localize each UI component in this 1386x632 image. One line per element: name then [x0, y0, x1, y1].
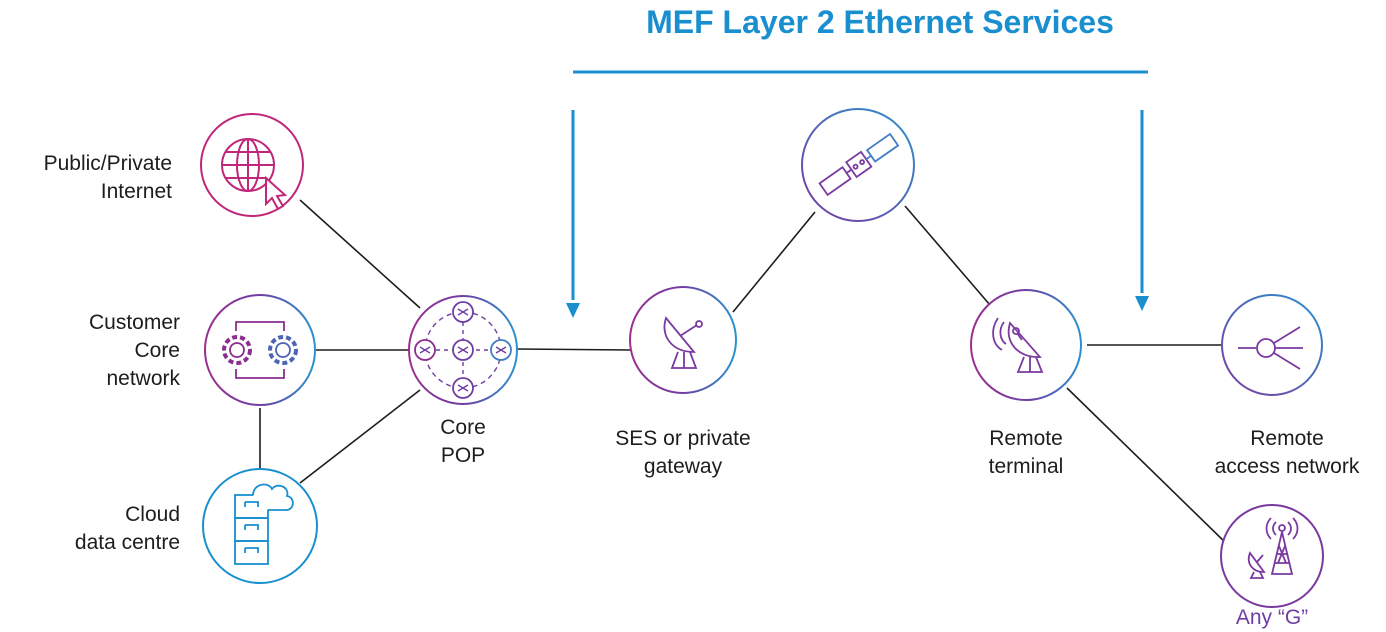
label-customer-core: Customer Core network	[89, 309, 180, 393]
link-ses-satellite	[732, 211, 816, 313]
node-remote-terminal	[970, 289, 1082, 401]
label-ses-gateway: SES or private gateway	[583, 425, 783, 481]
label-public-internet: Public/Private Internet	[44, 150, 172, 206]
routers-icon	[414, 301, 512, 399]
access-node-icon	[1238, 326, 1303, 370]
node-core-pop	[408, 295, 518, 405]
label-line: Remote	[1250, 427, 1324, 450]
node-cloud-dc	[202, 468, 318, 584]
label-line: Cloud	[125, 503, 180, 526]
connection-lines	[259, 199, 1231, 548]
node-remote-access	[1221, 294, 1323, 396]
label-line: POP	[440, 444, 486, 467]
satellite-dish-icon	[663, 316, 703, 369]
label-line: Public/Private	[43, 152, 172, 175]
link-terminal-anyg	[1066, 387, 1231, 548]
label-remote-terminal: Remote terminal	[956, 425, 1096, 481]
link-internet-pop	[299, 199, 421, 309]
mef-bracket	[566, 70, 1149, 318]
mef-arrow-right-head	[1135, 296, 1149, 311]
label-remote-access: Remote access network	[1202, 425, 1372, 481]
node-any-g	[1220, 504, 1324, 608]
label-line: Customer	[88, 311, 180, 334]
label-line: access network	[1214, 455, 1360, 478]
link-satellite-terminal	[904, 205, 991, 306]
gears-icon	[222, 321, 298, 379]
label-core-pop: Core POP	[413, 414, 513, 470]
label-line: Internet	[100, 180, 172, 203]
node-satellite	[801, 108, 915, 222]
globe-cursor-icon	[221, 138, 288, 211]
label-any-g: Any “G”	[1212, 604, 1332, 632]
label-line: SES or private	[615, 427, 751, 450]
cloud-server-icon	[234, 483, 294, 565]
satellite-icon	[818, 132, 900, 197]
label-line: data centre	[74, 531, 180, 554]
node-ses-gateway	[629, 286, 737, 394]
label-line: Core	[134, 339, 180, 362]
label-line: terminal	[988, 455, 1064, 478]
node-public-internet	[200, 113, 304, 217]
link-cloud-pop	[299, 389, 421, 484]
diagram-title: MEF Layer 2 Ethernet Services	[646, 4, 1114, 40]
label-line: Remote	[989, 427, 1063, 450]
cell-tower-icon	[1247, 517, 1299, 579]
label-line: Core	[440, 416, 486, 439]
node-customer-core	[204, 294, 316, 406]
link-pop-ses	[516, 348, 632, 351]
label-cloud-dc: Cloud data centre	[75, 501, 180, 557]
terminal-dish-icon	[992, 317, 1044, 373]
label-line: Any “G”	[1235, 606, 1309, 629]
label-line: gateway	[643, 455, 723, 478]
mef-arrow-left-head	[566, 303, 580, 318]
label-line: network	[106, 367, 180, 390]
